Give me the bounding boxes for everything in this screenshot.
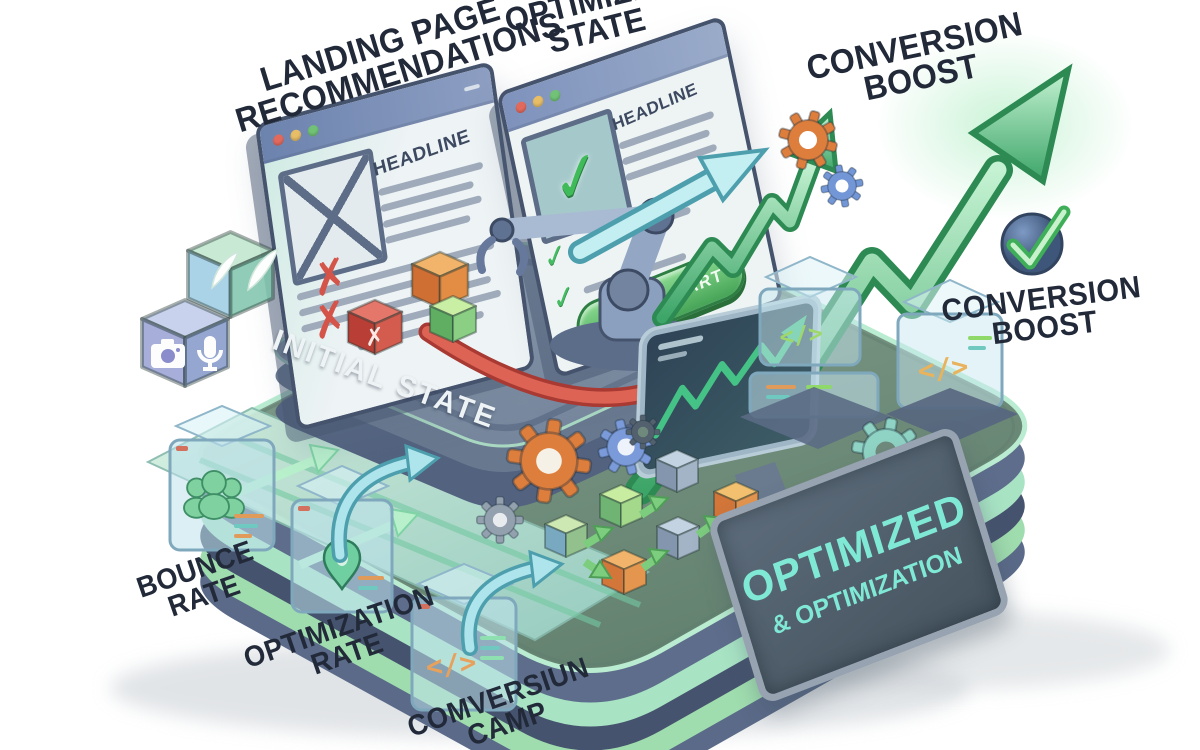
code-stack-left: </> (740, 255, 892, 449)
improvement-arrow (568, 147, 770, 264)
conversion-check-badge (1000, 205, 1071, 276)
feather-icon (247, 247, 280, 292)
code-icon: </> (916, 349, 970, 387)
green-cube (428, 294, 478, 344)
svg-text:✗: ✗ (363, 322, 387, 353)
metric-cube-bounce (168, 404, 276, 552)
gear-icon-dark (625, 414, 661, 450)
conveyor-curved-arrows (331, 443, 566, 656)
asset-cubes (140, 230, 280, 388)
code-stack-right: </> (886, 278, 1018, 442)
code-icon: </> (778, 319, 824, 351)
feather-icon (211, 250, 240, 290)
microphone-icon (197, 336, 223, 371)
gear-icon-orange (500, 412, 598, 510)
red-cube: ✗ (346, 298, 404, 356)
gear-icon-gray (476, 496, 524, 544)
camera-icon (151, 339, 185, 368)
